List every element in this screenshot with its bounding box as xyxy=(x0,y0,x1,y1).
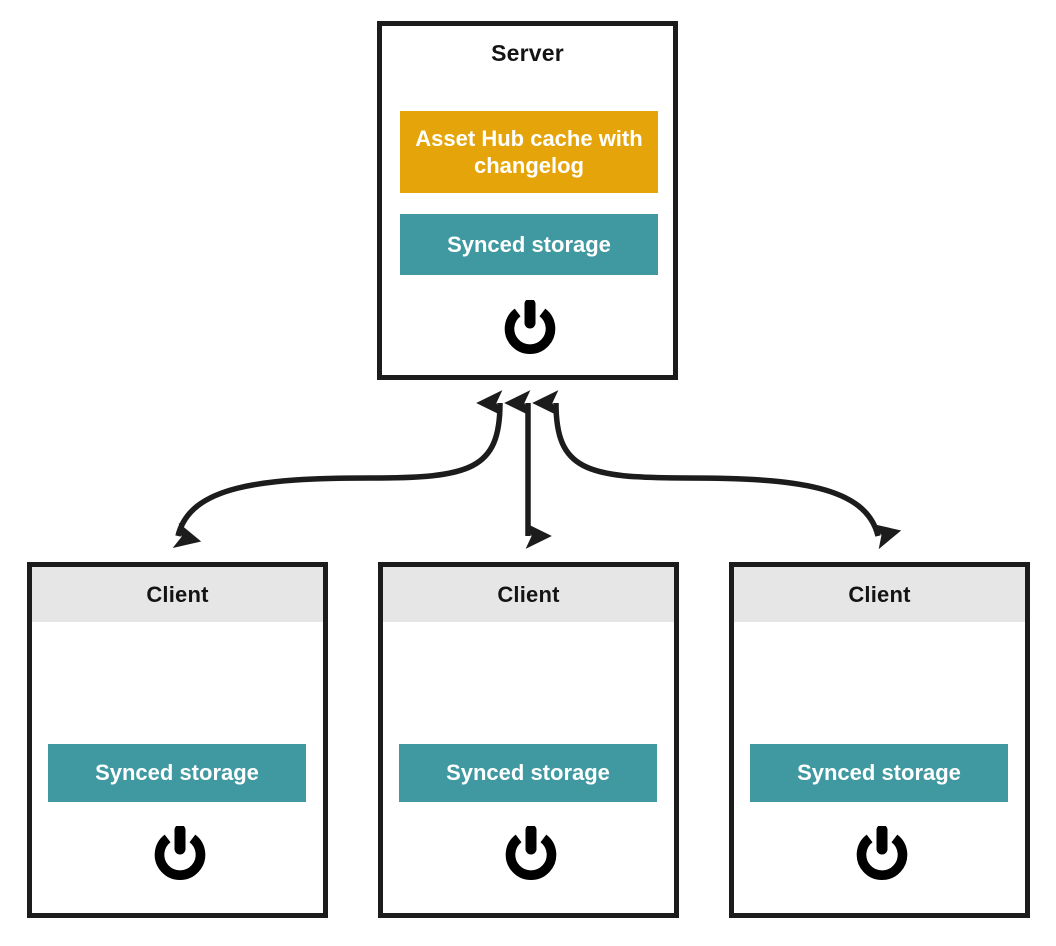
client-1-synced-storage-bar[interactable]: Synced storage xyxy=(48,744,306,802)
client-3-header: Client xyxy=(734,567,1025,622)
power-icon[interactable] xyxy=(153,826,207,882)
client-1-synced-storage-label: Synced storage xyxy=(95,760,259,786)
asset-hub-cache-label: Asset Hub cache with changelog xyxy=(415,125,643,179)
power-icon[interactable] xyxy=(503,300,557,356)
client-node-1[interactable]: Client Synced storage xyxy=(27,562,328,918)
client-3-synced-storage-label: Synced storage xyxy=(797,760,961,786)
client-1-header: Client xyxy=(32,567,323,622)
client-3-synced-storage-bar[interactable]: Synced storage xyxy=(750,744,1008,802)
client-2-synced-storage-label: Synced storage xyxy=(446,760,610,786)
server-node[interactable]: Server Asset Hub cache with changelog Sy… xyxy=(377,21,678,380)
client-2-synced-storage-bar[interactable]: Synced storage xyxy=(399,744,657,802)
asset-hub-cache-bar[interactable]: Asset Hub cache with changelog xyxy=(400,111,658,193)
client-2-header: Client xyxy=(383,567,674,622)
client-node-2[interactable]: Client Synced storage xyxy=(378,562,679,918)
power-icon[interactable] xyxy=(504,826,558,882)
server-header: Server xyxy=(491,39,564,66)
connector-server-client-3 xyxy=(532,390,902,550)
server-synced-storage-label: Synced storage xyxy=(447,231,611,257)
client-node-3[interactable]: Client Synced storage xyxy=(729,562,1030,918)
power-icon[interactable] xyxy=(855,826,909,882)
connector-server-client-1 xyxy=(172,390,503,548)
server-synced-storage-bar[interactable]: Synced storage xyxy=(400,214,658,275)
